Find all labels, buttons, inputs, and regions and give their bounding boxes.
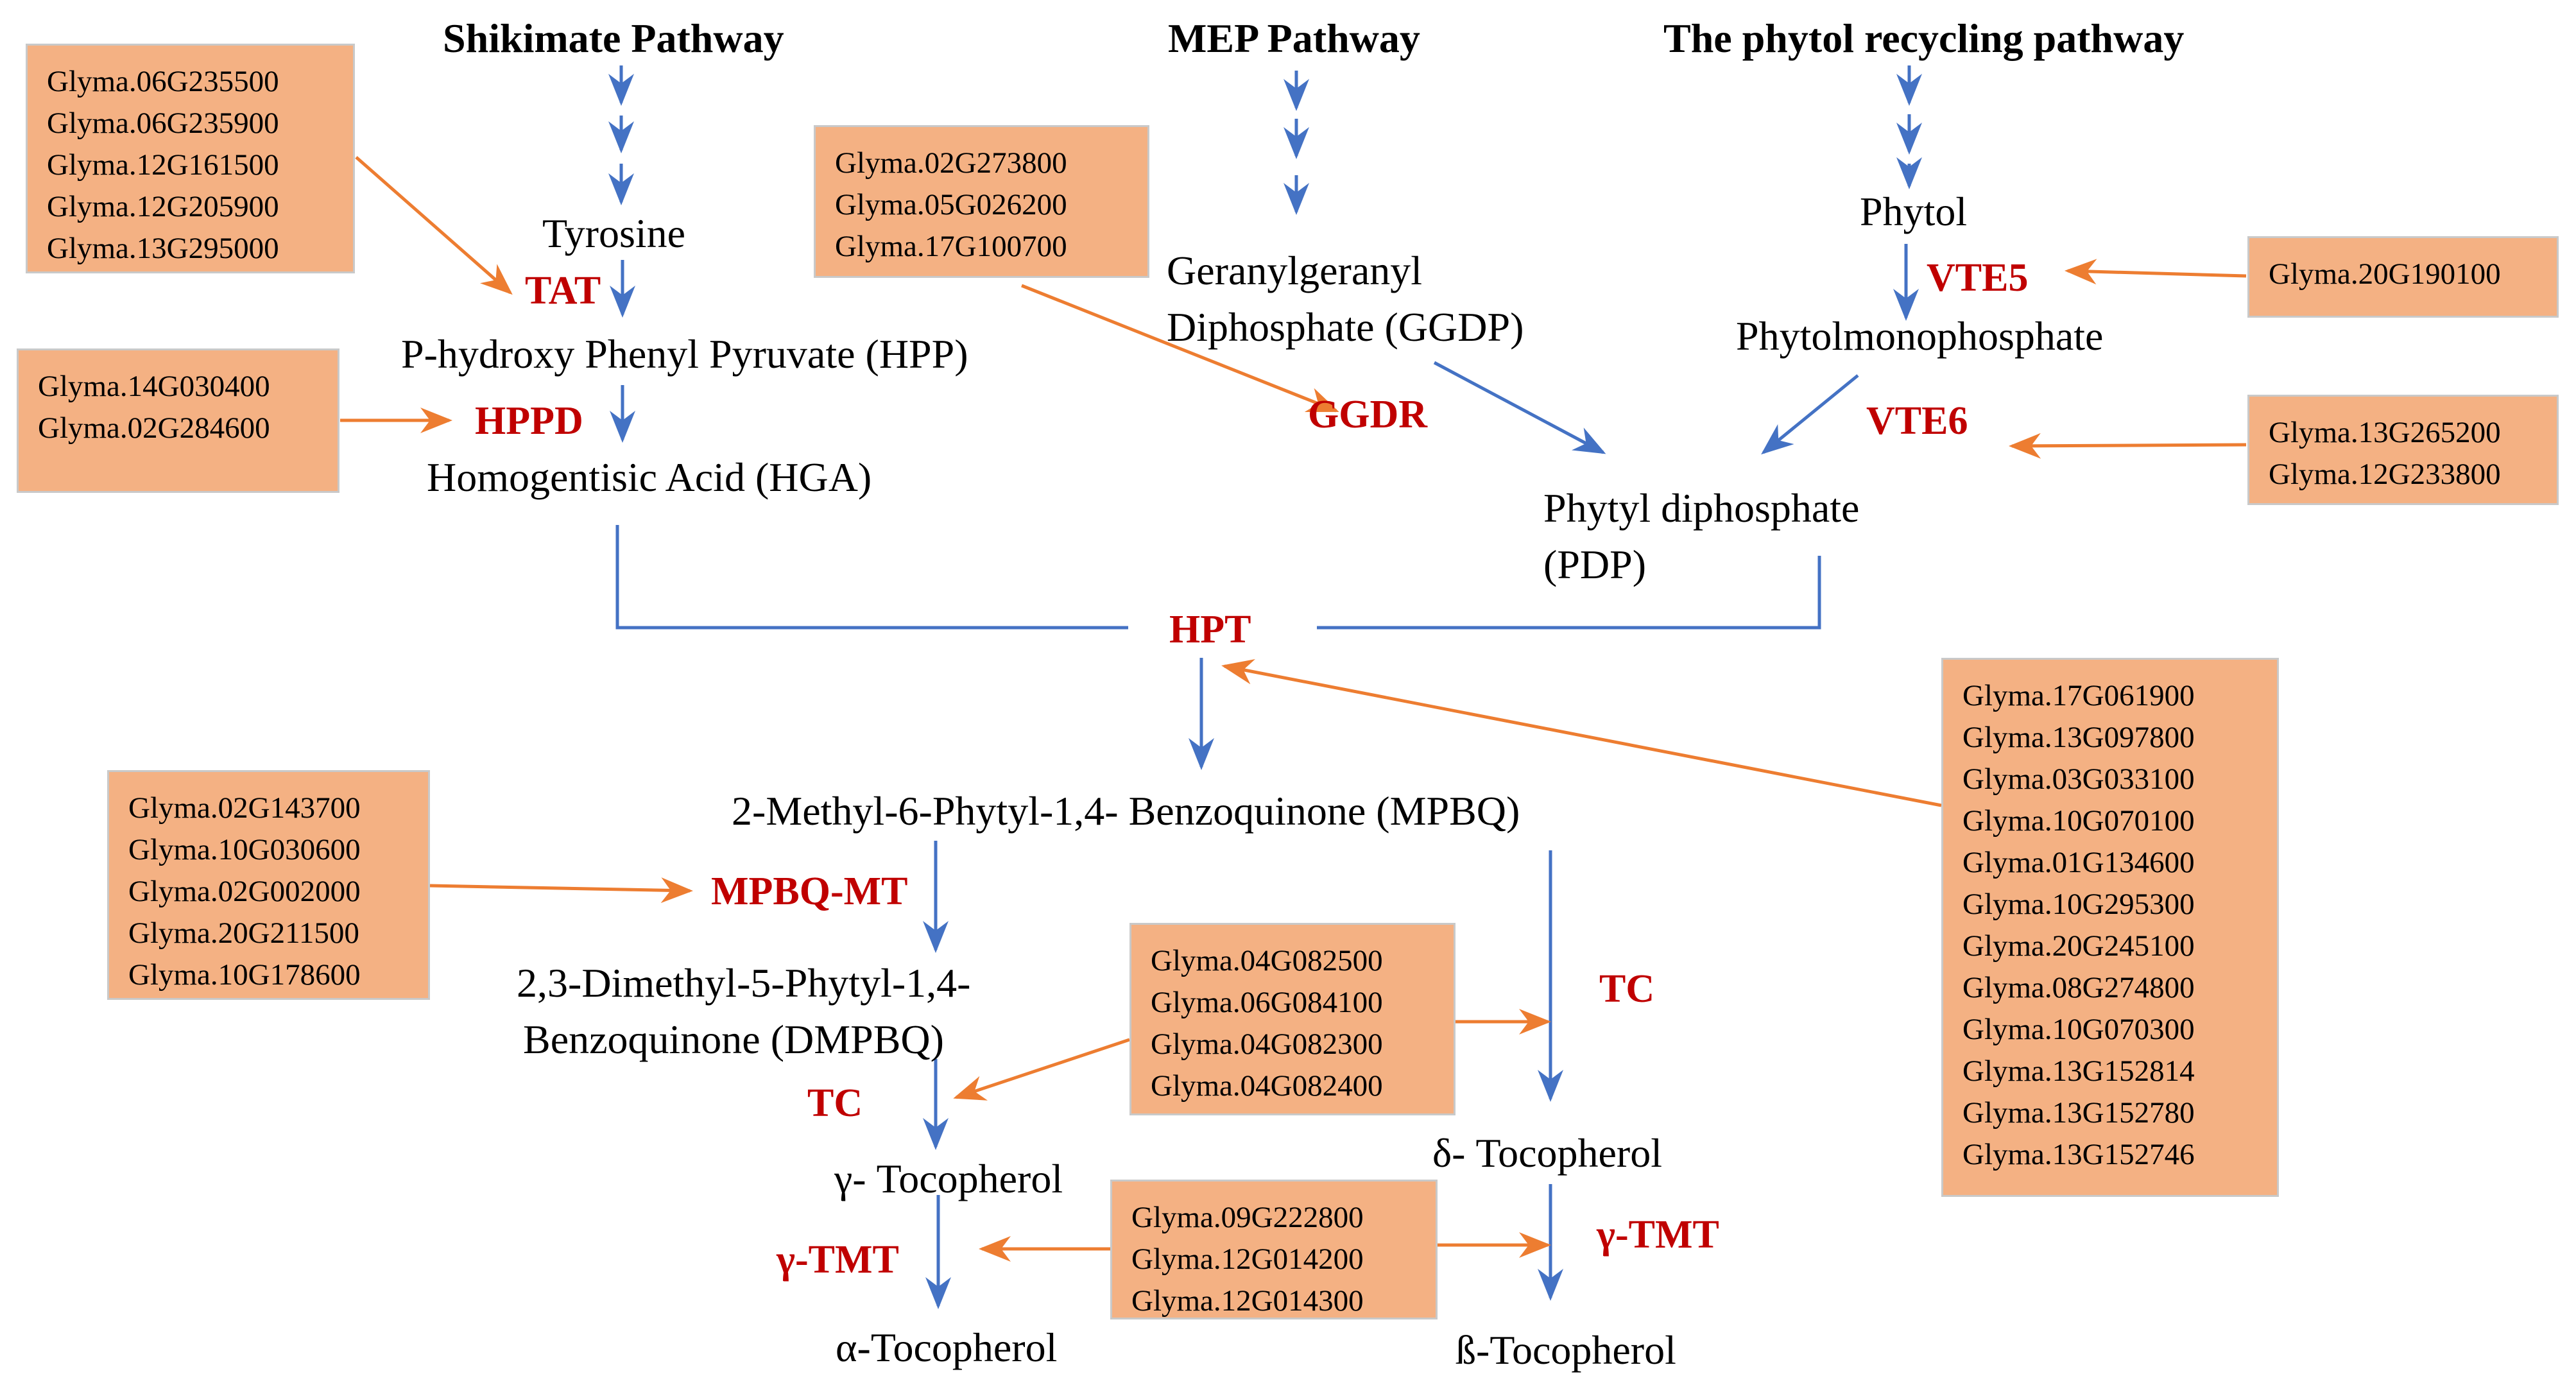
enzyme-ggdr: GGDR xyxy=(1308,393,1427,436)
enzyme-gamma-tmt-right: γ-TMT xyxy=(1597,1213,1719,1257)
gene-id: Glyma.06G235500 xyxy=(47,65,279,98)
mep-pathway-title: MEP Pathway xyxy=(1168,15,1420,61)
tyrosine-label: Tyrosine xyxy=(542,211,686,256)
enzyme-mpbq-mt: MPBQ-MT xyxy=(711,870,908,913)
gene-id: Glyma.20G190100 xyxy=(2269,257,2501,291)
gene-id: Glyma.10G070100 xyxy=(1962,804,2195,838)
gene-id: Glyma.04G082400 xyxy=(1151,1069,1383,1103)
gene-id: Glyma.12G161500 xyxy=(47,148,279,182)
tc-left-gene-arrow xyxy=(953,1038,1130,1101)
gene-id: Glyma.08G274800 xyxy=(1962,971,2195,1004)
enzyme-tc-left: TC xyxy=(807,1081,863,1125)
gene-id: Glyma.03G033100 xyxy=(1962,762,2195,796)
gene-box-vte5: Glyma.20G190100 xyxy=(2247,236,2559,318)
gene-id: Glyma.17G100700 xyxy=(835,230,1067,263)
gene-id: Glyma.12G014300 xyxy=(1131,1284,1364,1318)
enzyme-tat: TAT xyxy=(525,269,601,313)
hpt-gene-arrow xyxy=(1221,658,1942,807)
gene-id: Glyma.20G211500 xyxy=(128,916,359,950)
gene-id: Glyma.17G061900 xyxy=(1962,679,2195,712)
gene-id: Glyma.13G097800 xyxy=(1962,721,2195,754)
gene-id: Glyma.13G295000 xyxy=(47,232,279,265)
enzyme-gamma-tmt-left: γ-TMT xyxy=(777,1238,899,1282)
enzyme-vte5: VTE5 xyxy=(1927,256,2029,300)
gene-id: Glyma.12G014200 xyxy=(1131,1242,1364,1276)
vte6-gene-arrow xyxy=(2009,433,2247,459)
gene-id: Glyma.05G026200 xyxy=(835,188,1067,221)
tat-gene-arrow xyxy=(355,156,513,295)
gene-id: Glyma.10G295300 xyxy=(1962,888,2195,921)
ggdp-label-line-1: Geranylgeranyl xyxy=(1167,248,1423,293)
gamma-tocopherol-label: γ- Tocopherol xyxy=(834,1156,1063,1201)
dmpbq-label-line-1: 2,3-Dimethyl-5-Phytyl-1,4- xyxy=(517,960,971,1006)
ggdp-to-pdp-arrow xyxy=(1433,361,1606,454)
gene-id: Glyma.13G152746 xyxy=(1962,1138,2195,1171)
gene-id: Glyma.14G030400 xyxy=(38,370,270,403)
pdp-label-line-2: (PDP) xyxy=(1543,542,1647,587)
gene-id: Glyma.01G134600 xyxy=(1962,846,2195,879)
pdp-label-line-1: Phytyl diphosphate xyxy=(1543,485,1860,531)
gene-id: Glyma.12G205900 xyxy=(47,190,279,223)
gene-id: Glyma.02G002000 xyxy=(128,875,361,908)
gene-id: Glyma.10G030600 xyxy=(128,833,361,866)
gene-id: Glyma.02G143700 xyxy=(128,791,361,825)
mpbq-mt-gene-arrow xyxy=(429,877,693,904)
gene-id: Glyma.10G070300 xyxy=(1962,1013,2195,1046)
gene-id: Glyma.12G233800 xyxy=(2269,458,2501,491)
mpbq-label: 2-Methyl-6-Phytyl-1,4- Benzoquinone (MPB… xyxy=(732,788,1520,834)
gene-id: Glyma.02G284600 xyxy=(38,411,270,445)
gene-id: Glyma.06G235900 xyxy=(47,107,279,140)
delta-tocopherol-label: δ- Tocopherol xyxy=(1432,1130,1662,1176)
gene-id: Glyma.06G084100 xyxy=(1151,986,1383,1019)
hpp-label: P-hydroxy Phenyl Pyruvate (HPP) xyxy=(401,331,968,377)
gene-id: Glyma.10G178600 xyxy=(128,958,361,992)
gene-id: Glyma.04G082300 xyxy=(1151,1027,1383,1061)
shikimate-pathway-title: Shikimate Pathway xyxy=(443,15,784,61)
gene-id: Glyma.13G265200 xyxy=(2269,416,2501,449)
gene-id: Glyma.09G222800 xyxy=(1131,1201,1364,1234)
hga-to-hpt-connector xyxy=(615,525,1128,630)
gene-id: Glyma.02G273800 xyxy=(835,146,1067,180)
phytolmonophosphate-to-pdp-arrow xyxy=(1761,374,1859,455)
gene-id: Glyma.04G082500 xyxy=(1151,944,1383,977)
enzyme-tc-right: TC xyxy=(1599,967,1655,1011)
beta-tocopherol-label: ß-Tocopherol xyxy=(1455,1327,1676,1373)
enzyme-hpt: HPT xyxy=(1169,608,1251,651)
ggdr-gene-arrow xyxy=(1021,284,1339,413)
phytol-recycling-pathway-title: The phytol recycling pathway xyxy=(1663,15,2185,61)
pdp-to-hpt-connector xyxy=(1317,556,1821,630)
gene-id: Glyma.13G152814 xyxy=(1962,1054,2195,1088)
enzyme-hppd: HPPD xyxy=(475,399,583,443)
hga-label: Homogentisic Acid (HGA) xyxy=(427,454,872,500)
phytolmonophosphate-label: Phytolmonophosphate xyxy=(1736,313,2104,359)
enzyme-vte6: VTE6 xyxy=(1866,399,1968,443)
ggdp-label-line-2: Diphosphate (GGDP) xyxy=(1167,304,1524,350)
dmpbq-label-line-2: Benzoquinone (DMPBQ) xyxy=(523,1017,944,1062)
alpha-tocopherol-label: α-Tocopherol xyxy=(836,1325,1058,1370)
gene-id: Glyma.13G152780 xyxy=(1962,1096,2195,1130)
phytol-label: Phytol xyxy=(1860,189,1968,234)
gene-id: Glyma.20G245100 xyxy=(1962,929,2195,963)
vte5-gene-arrow xyxy=(2065,259,2247,285)
